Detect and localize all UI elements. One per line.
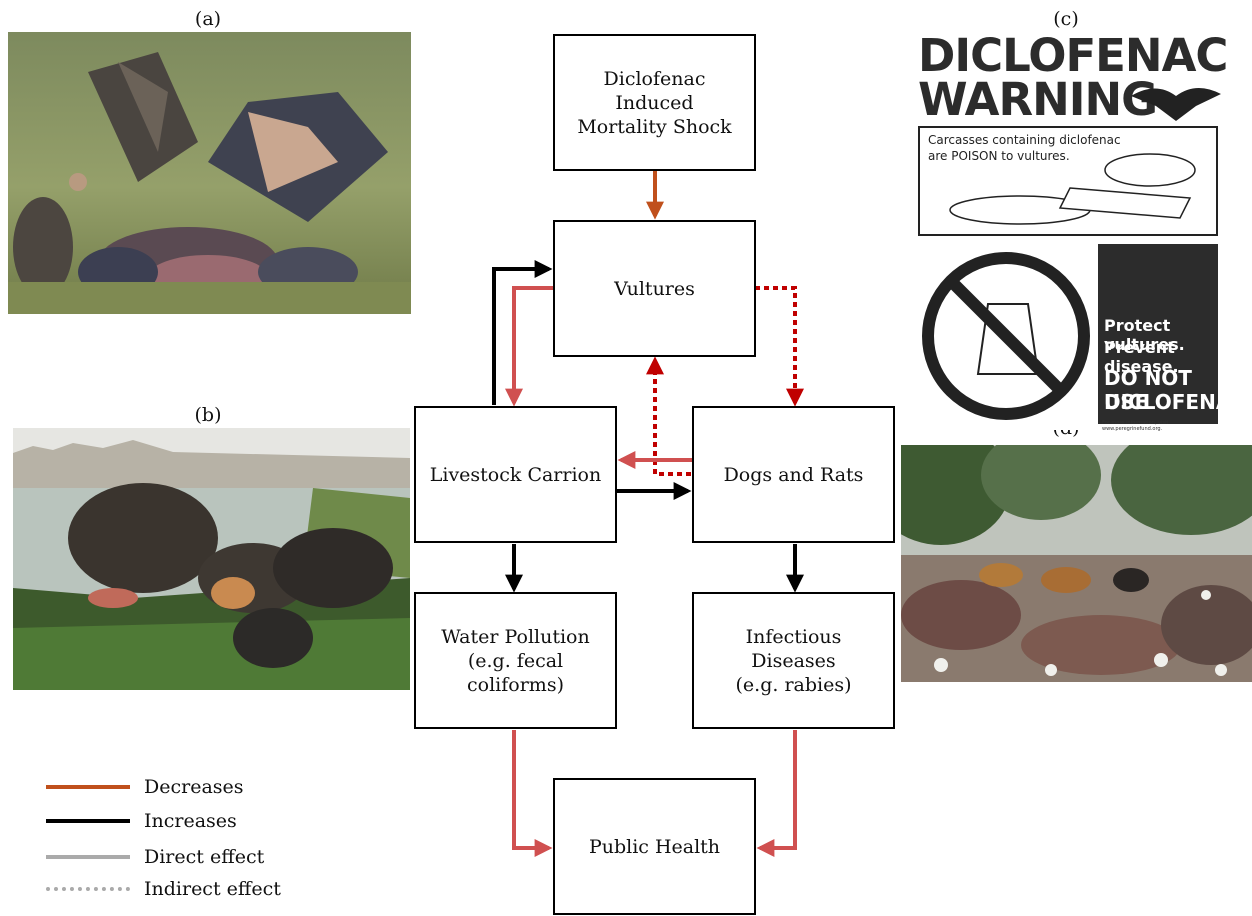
- legend-increases-swatch: [46, 819, 130, 823]
- node-public-health: Public Health: [553, 778, 756, 915]
- arrow-vultures-to-carrion: [505, 286, 553, 407]
- node-water-pollution: Water Pollution (e.g. fecal coliforms): [414, 592, 617, 729]
- poster-caption-frame: Carcasses containing diclofenac are POIS…: [918, 126, 1218, 236]
- node-water-pollution-label: Water Pollution (e.g. fecal coliforms): [441, 625, 590, 696]
- legend-indirect-swatch: [46, 887, 130, 891]
- node-livestock-carrion-label: Livestock Carrion: [429, 463, 602, 486]
- arrow-vultures-to-dogs: [755, 286, 804, 407]
- node-public-health-label: Public Health: [588, 835, 721, 858]
- photo-vultures-feeding: [8, 32, 411, 314]
- arrow-dogs-to-vultures: [646, 356, 691, 476]
- node-infectious-diseases: Infectious Diseases (e.g. rabies): [692, 592, 895, 729]
- node-vultures-label: Vultures: [614, 277, 695, 300]
- node-vultures: Vultures: [553, 220, 756, 357]
- arrow-water-to-health: [512, 730, 553, 857]
- poster-slogan-1: Protect vultures.: [1104, 316, 1185, 354]
- legend-indirect: Indirect effect: [46, 878, 281, 900]
- legend-direct-label: Direct effect: [144, 846, 265, 868]
- legend-decreases: Decreases: [46, 776, 244, 798]
- legend-direct: Direct effect: [46, 846, 264, 868]
- poster-lower-frame: Protect vultures. Prevent disease. DO NO…: [918, 244, 1252, 424]
- arrow-carrion-to-vultures: [492, 260, 553, 405]
- photo-vultures-and-dogs-river: [13, 428, 410, 690]
- legend-indirect-label: Indirect effect: [144, 878, 281, 900]
- photo-dogs-carcass-dump: [901, 445, 1252, 682]
- node-livestock-carrion: Livestock Carrion: [414, 406, 617, 543]
- node-mortality-shock: Diclofenac Induced Mortality Shock: [553, 34, 756, 171]
- poster-footer: For more information, visit www.peregrin…: [1102, 420, 1169, 432]
- poster-slogan-2: Prevent disease.: [1104, 338, 1179, 376]
- poster-caption: Carcasses containing diclofenac are POIS…: [928, 133, 1121, 163]
- legend-decreases-swatch: [46, 785, 130, 789]
- poster-title-line1: DICLOFENAC: [918, 29, 1228, 82]
- diclofenac-warning-poster: DICLOFENAC WARNING Carcasses containing …: [916, 29, 1252, 432]
- legend-increases-label: Increases: [144, 810, 237, 832]
- panel-label-a: (a): [194, 8, 222, 30]
- legend-direct-swatch: [46, 855, 130, 859]
- legend-increases: Increases: [46, 810, 237, 832]
- vulture-illustration: [1126, 76, 1226, 126]
- node-infectious-diseases-label: Infectious Diseases (e.g. rabies): [735, 625, 852, 696]
- node-mortality-shock-label: Diclofenac Induced Mortality Shock: [577, 67, 732, 138]
- poster-title-line2: WARNING: [918, 73, 1158, 126]
- poster-slogan-4: DICLOFENAC.: [1104, 390, 1252, 414]
- legend-decreases-label: Decreases: [144, 776, 244, 798]
- panel-label-b: (b): [194, 404, 222, 426]
- node-dogs-and-rats: Dogs and Rats: [692, 406, 895, 543]
- panel-label-c: (c): [1053, 8, 1079, 30]
- arrow-disease-to-health: [756, 730, 797, 857]
- node-dogs-and-rats-label: Dogs and Rats: [723, 463, 864, 486]
- poster-slogan-3: DO NOT USE: [1104, 366, 1192, 414]
